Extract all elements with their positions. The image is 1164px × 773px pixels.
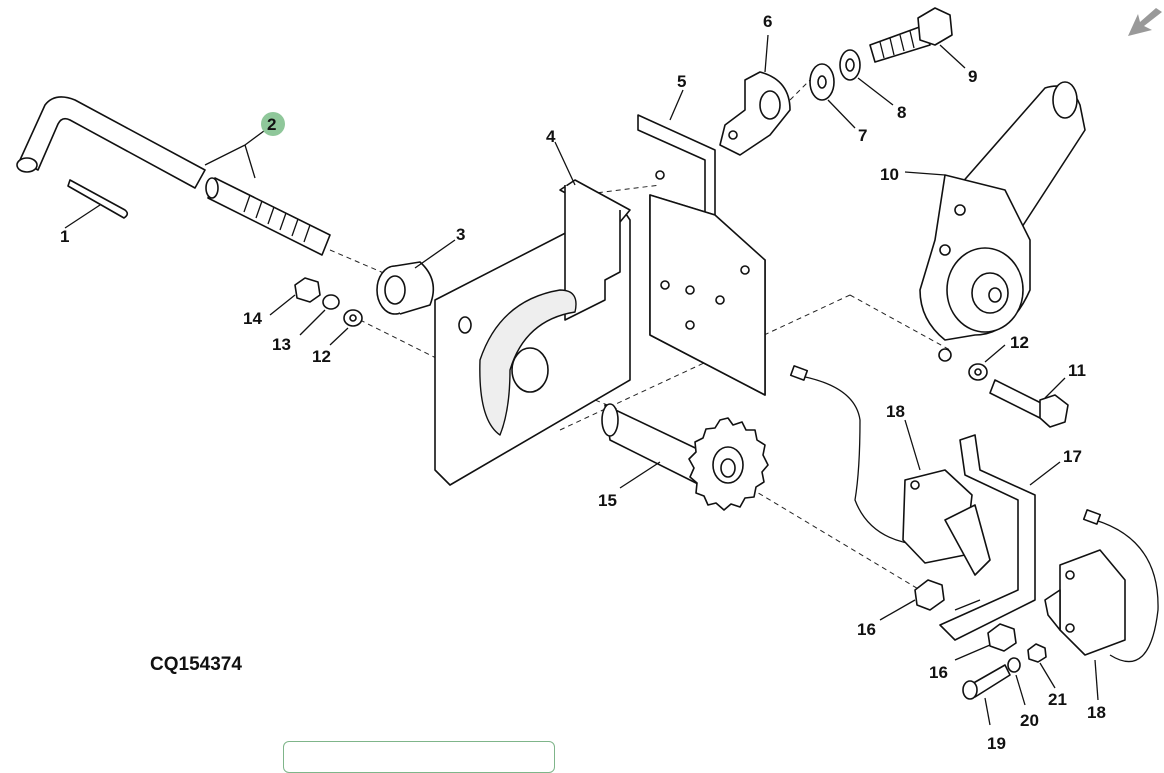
callout-13: 13 <box>272 335 291 354</box>
parts-diagram: 1 2 3 4 5 6 7 8 9 10 11 12 12 13 14 15 1… <box>16 7 1159 753</box>
part-14-nut <box>269 277 321 316</box>
part-9-bolt <box>869 7 966 69</box>
part-20-washer <box>1007 657 1026 706</box>
callout-10: 10 <box>880 165 899 184</box>
part-17-bracket <box>939 434 1061 641</box>
part-11-bolt <box>989 377 1069 428</box>
callout-4: 4 <box>546 127 556 146</box>
part-4-plate <box>434 141 631 486</box>
diagram-code: CQ154374 <box>150 654 242 675</box>
callout-5: 5 <box>677 72 686 91</box>
callout-12b: 12 <box>1010 333 1029 352</box>
callout-7: 7 <box>858 126 867 145</box>
callout-21: 21 <box>1048 690 1067 709</box>
callout-6: 6 <box>763 12 772 31</box>
part-8-washer <box>839 49 894 106</box>
part-13-washer <box>299 294 340 336</box>
part-12-washer-b <box>968 344 1006 381</box>
callout-2[interactable]: 2 <box>267 115 276 134</box>
part-15-sprocket <box>601 403 769 511</box>
part-6-clamp <box>719 34 791 156</box>
callout-20: 20 <box>1020 711 1039 730</box>
callout-16a: 16 <box>857 620 876 639</box>
callout-labels: 1 2 3 4 5 6 7 8 9 10 11 12 12 13 14 15 1… <box>60 12 1106 753</box>
callout-14: 14 <box>243 309 262 328</box>
arrow-down-left-icon[interactable] <box>1126 8 1164 42</box>
callout-18b: 18 <box>1087 703 1106 722</box>
part-12-washer <box>329 309 363 346</box>
part-19-screw <box>962 664 1011 726</box>
bottom-panel[interactable] <box>283 741 555 773</box>
part-18-switch-upper <box>789 365 991 576</box>
part-5-bracket <box>637 89 766 396</box>
part-1-rod <box>16 96 206 229</box>
callout-17: 17 <box>1063 447 1082 466</box>
part-7-washer <box>809 63 856 129</box>
callout-15: 15 <box>598 491 617 510</box>
callout-8: 8 <box>897 103 906 122</box>
part-10-motor <box>904 81 1086 362</box>
callout-11: 11 <box>1068 361 1086 380</box>
part-2-shaft <box>204 127 331 256</box>
callout-9: 9 <box>968 67 977 86</box>
part-16-nut-b <box>954 623 1017 661</box>
part-18-switch-lower <box>1044 509 1159 701</box>
assembly-lines <box>329 79 951 591</box>
callout-19: 19 <box>987 734 1006 753</box>
callout-12: 12 <box>312 347 331 366</box>
callout-3: 3 <box>456 225 465 244</box>
part-21-nut <box>1027 643 1056 689</box>
callout-1: 1 <box>60 227 69 246</box>
callout-18a: 18 <box>886 402 905 421</box>
part-16-nut-a <box>879 579 945 621</box>
part-3-bushing <box>376 239 456 315</box>
callout-2-highlight[interactable] <box>261 112 285 136</box>
callout-16b: 16 <box>929 663 948 682</box>
